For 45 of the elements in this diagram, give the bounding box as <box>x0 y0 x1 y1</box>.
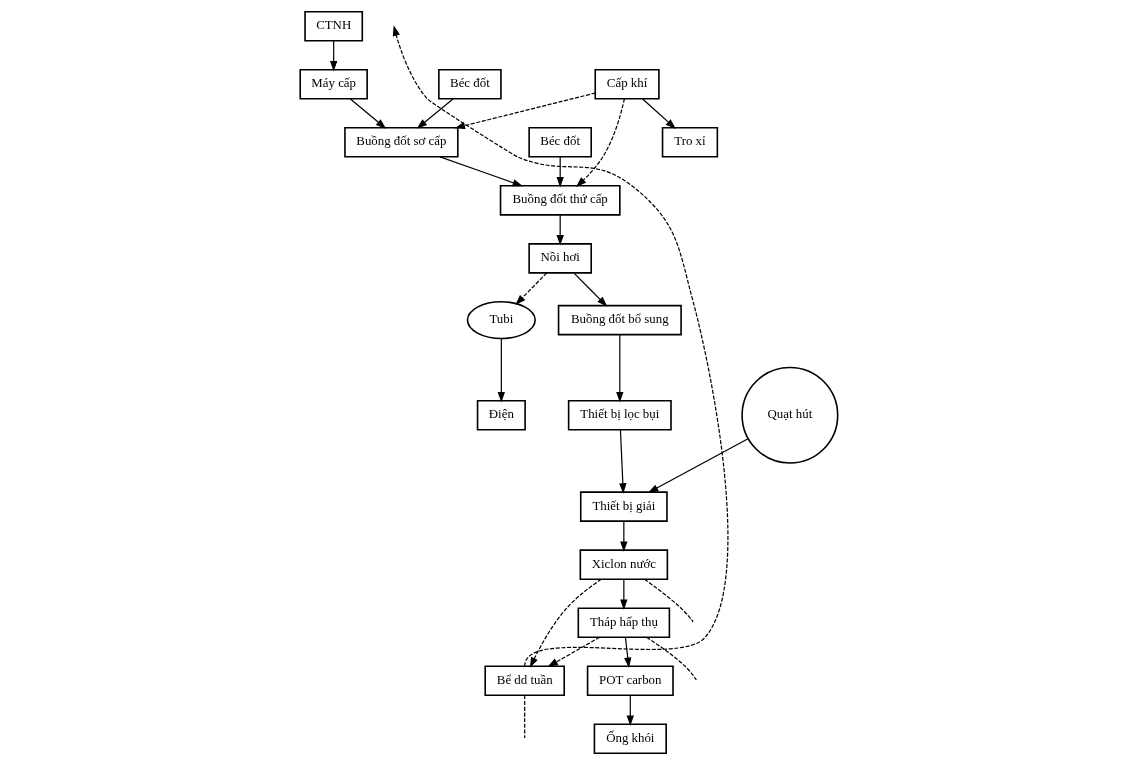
arrow <box>529 578 602 668</box>
arrow <box>626 694 634 727</box>
arrow <box>618 429 626 494</box>
node-box: Béc đốt <box>527 126 592 158</box>
arrow <box>556 214 564 246</box>
arrow <box>546 636 600 667</box>
arrow <box>575 98 625 187</box>
node-box: Ống khói <box>593 723 667 755</box>
connector <box>645 636 697 681</box>
arrow <box>349 98 386 129</box>
arrow <box>497 337 505 403</box>
arrow <box>572 272 607 307</box>
node-box: Tro xỉ <box>661 126 718 158</box>
arrow <box>454 92 596 130</box>
arrow <box>619 520 628 552</box>
connector <box>523 694 525 739</box>
node-box: Xiclon nước <box>579 549 668 580</box>
node-box: CTNH <box>303 10 363 42</box>
arrow <box>647 438 749 493</box>
node-box: Máy cấp <box>298 68 368 100</box>
node-box: Buồng đốt sơ cấp <box>343 126 459 158</box>
node-box: Cấp khí <box>593 68 660 100</box>
arrow <box>416 98 454 129</box>
node-box: Thiết bị lọc bụi <box>567 399 672 431</box>
node-box: POT carbon <box>586 665 674 697</box>
node-circle: Quạt hút <box>740 366 838 464</box>
node-box: Điện <box>476 399 526 431</box>
node-box: Tháp hấp thụ <box>577 607 670 639</box>
node-box: Bể dd tuần <box>483 665 565 697</box>
arrow <box>615 334 623 403</box>
node-box: Buồng đốt bổ sung <box>557 304 682 336</box>
node-box: Nồi hơi <box>527 243 592 274</box>
node-box: Thiết bị giải <box>579 491 668 522</box>
node-box: Buồng đốt thứ cấp <box>499 185 621 216</box>
arrow <box>641 98 676 129</box>
node-ellipse: Tubi <box>466 300 536 340</box>
node-box: Béc đốt <box>437 68 502 100</box>
arrow <box>623 636 631 668</box>
arrow <box>514 272 547 306</box>
arrow <box>556 156 564 188</box>
arrow <box>438 156 523 187</box>
connector <box>643 578 694 623</box>
arrow <box>619 578 628 610</box>
arrow <box>392 25 729 667</box>
arrow <box>329 40 337 72</box>
